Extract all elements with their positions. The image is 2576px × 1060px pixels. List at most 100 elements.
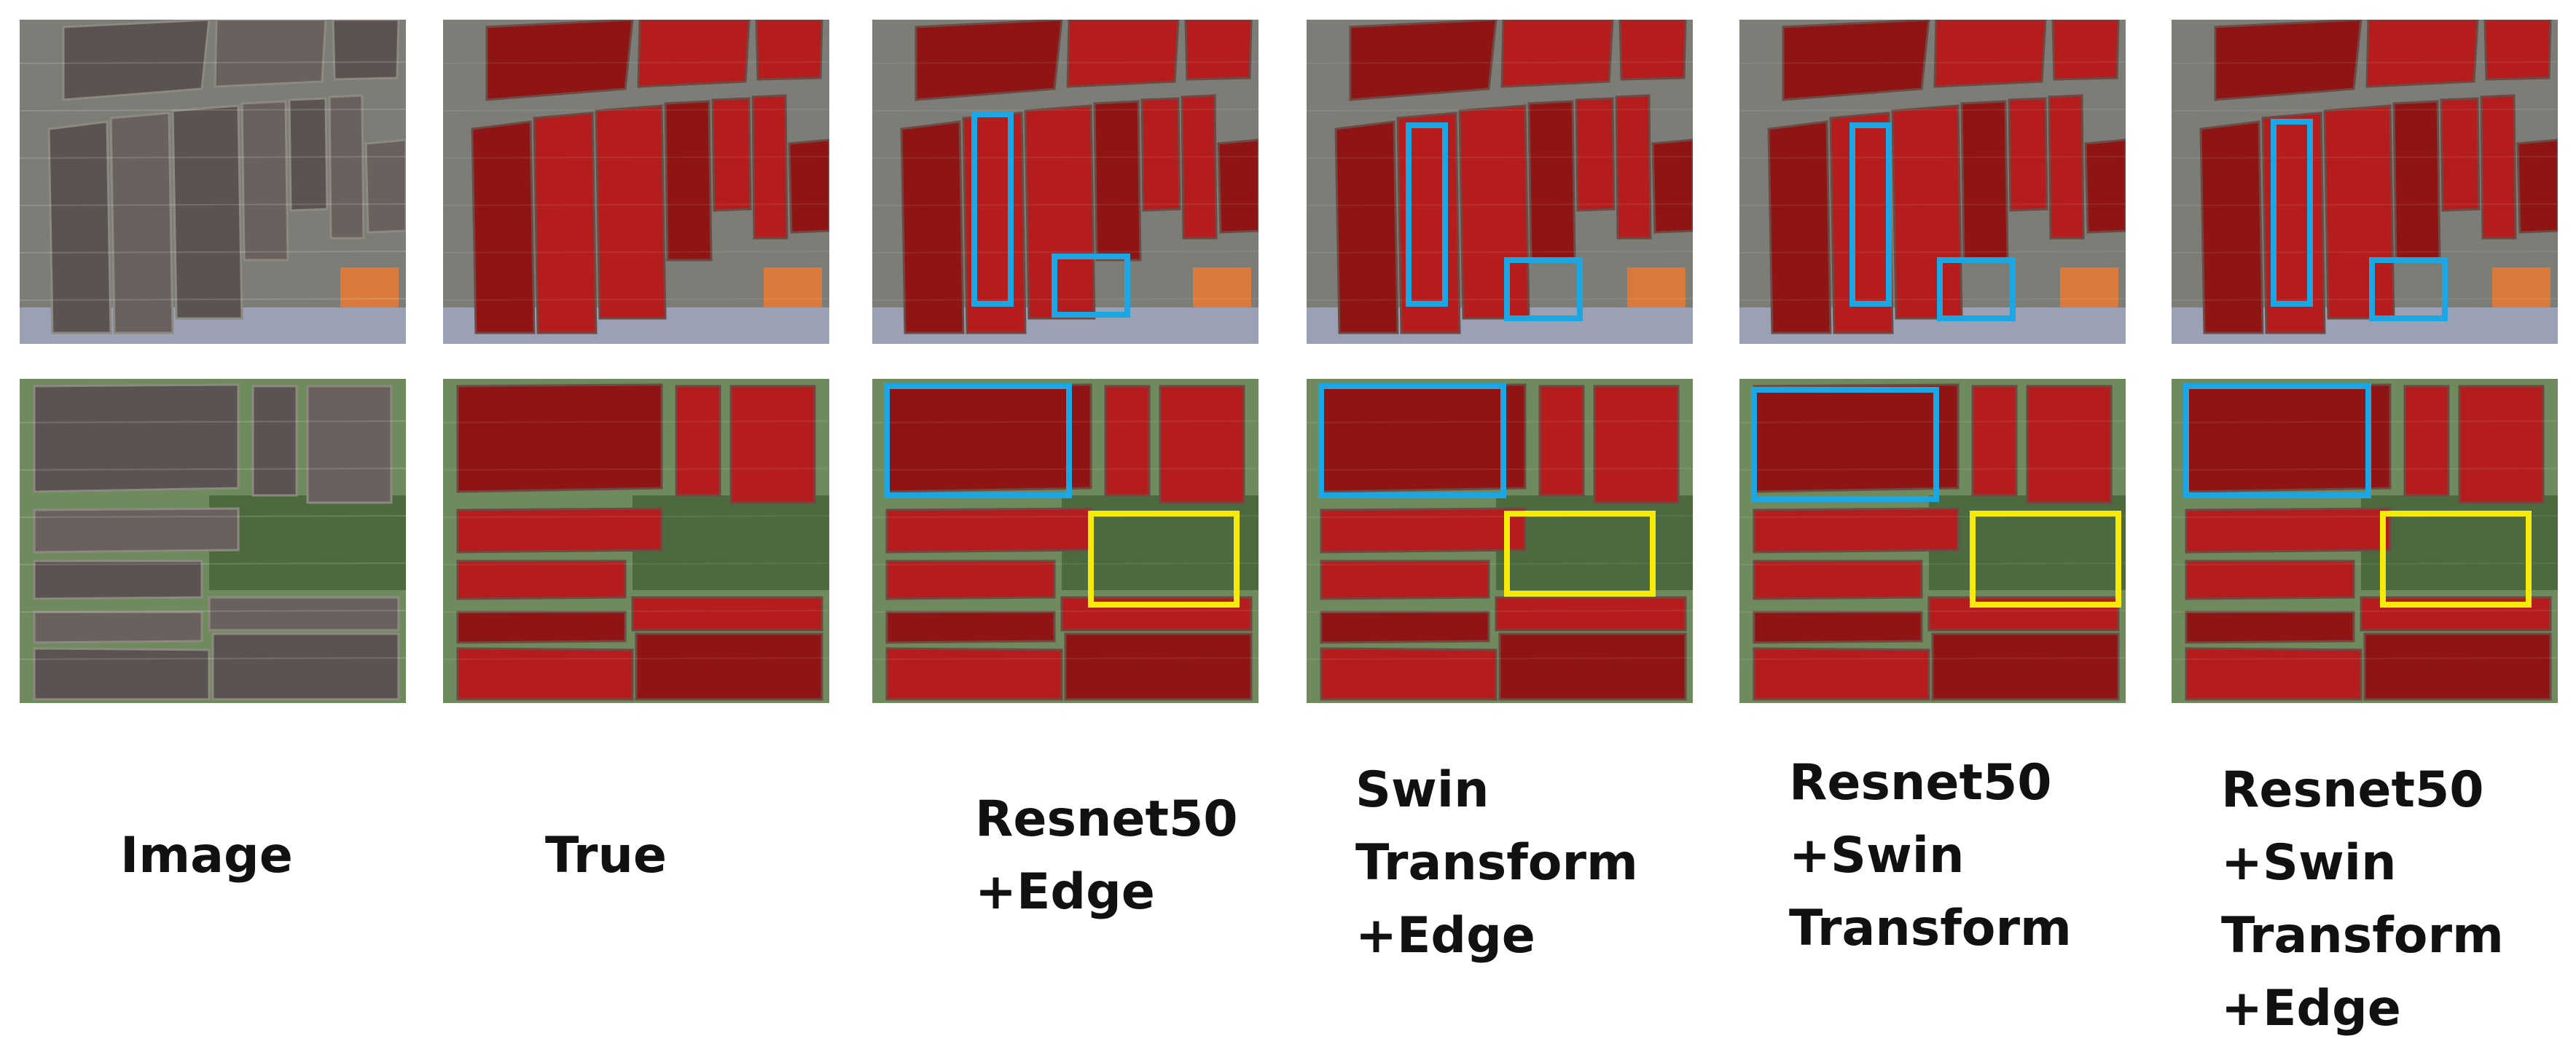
field-path-line xyxy=(1307,109,1693,111)
highlight-box-blue xyxy=(2369,257,2448,321)
highlight-box-blue xyxy=(1052,254,1130,318)
label-line: +Swin xyxy=(2221,834,2397,892)
field-path-line xyxy=(872,562,1258,565)
field-i xyxy=(1971,385,2018,497)
field-path-line xyxy=(1739,657,2126,660)
field-c xyxy=(885,560,1056,600)
label-line: Transform xyxy=(1355,834,1638,892)
label-line: +Edge xyxy=(2221,980,2401,1037)
highlight-box-blue xyxy=(2183,383,2371,498)
highlight-box-blue xyxy=(971,111,1014,307)
field-path-line xyxy=(1739,562,2126,565)
hedge-area xyxy=(209,495,406,590)
field-c xyxy=(1753,560,1923,600)
field-path-line xyxy=(1307,468,1693,471)
field-path-line xyxy=(872,420,1258,423)
field-path-line xyxy=(20,515,406,518)
field-path-line xyxy=(20,203,406,206)
field-e xyxy=(2008,97,2048,212)
field-g xyxy=(62,20,211,101)
field-i xyxy=(2483,20,2552,81)
highlight-box-blue xyxy=(884,383,1072,498)
field-i xyxy=(1618,20,1687,81)
field-g xyxy=(1498,632,1687,701)
tile-swin_edge-row1 xyxy=(1307,20,1693,344)
field-path-line xyxy=(20,420,406,423)
orange-roof xyxy=(2060,267,2118,307)
tile-image-row1 xyxy=(20,20,406,344)
field-g xyxy=(1064,632,1253,701)
field-path-line xyxy=(2172,156,2558,159)
field-e xyxy=(288,97,329,212)
field-j xyxy=(1651,138,1693,234)
field-d xyxy=(240,100,289,262)
field-path-line xyxy=(2172,251,2558,254)
field-path-line xyxy=(443,156,829,159)
field-h xyxy=(1933,20,2047,88)
orange-roof xyxy=(764,267,822,307)
field-f xyxy=(2480,94,2517,240)
field-d xyxy=(1093,100,1142,262)
tile-swin_edge-row2 xyxy=(1307,379,1693,703)
field-g xyxy=(1931,632,2120,701)
field-h xyxy=(1500,20,1614,88)
field-path-line xyxy=(1307,562,1693,565)
field-path-line xyxy=(2172,203,2558,206)
field-h xyxy=(1159,385,1245,504)
field-g xyxy=(2214,20,2362,101)
highlight-box-blue xyxy=(1318,383,1506,498)
highlight-box-blue xyxy=(1406,122,1448,307)
field-d xyxy=(1527,100,1576,262)
field-path-line xyxy=(1307,156,1693,159)
field-a xyxy=(2199,120,2264,334)
field-g xyxy=(2363,632,2552,701)
field-path-line xyxy=(443,61,829,64)
field-d xyxy=(1320,611,1490,644)
highlight-box-yellow xyxy=(1504,511,1656,597)
highlight-box-blue xyxy=(1849,122,1892,307)
aerial-image xyxy=(1739,379,2126,703)
field-path-line xyxy=(443,109,829,111)
label-resnet-edge: Resnet50 +Edge xyxy=(975,783,1238,929)
field-i xyxy=(1184,20,1253,81)
field-h xyxy=(1593,385,1680,504)
field-b xyxy=(33,507,240,554)
highlight-box-blue xyxy=(2271,119,2313,307)
label-image: Image xyxy=(120,820,293,892)
field-j xyxy=(364,138,406,234)
tile-resnet_swin-row1 xyxy=(1739,20,2126,344)
field-path-line xyxy=(872,156,1258,159)
field-path-line xyxy=(1739,61,2126,64)
field-path-line xyxy=(872,657,1258,660)
field-d xyxy=(2185,611,2355,644)
field-path-line xyxy=(1307,251,1693,254)
field-c xyxy=(1458,104,1530,320)
field-path-line xyxy=(20,156,406,159)
field-i xyxy=(332,20,400,81)
field-g xyxy=(211,632,400,701)
field-path-line xyxy=(1307,610,1693,613)
field-f xyxy=(751,94,788,240)
field-path-line xyxy=(443,420,829,423)
field-path-line xyxy=(2172,298,2558,301)
field-a xyxy=(900,120,965,334)
label-resnet-swin: Resnet50 +Swin Transform xyxy=(1789,747,2072,965)
field-h xyxy=(306,385,393,504)
label-line: True xyxy=(545,827,667,884)
field-path-line xyxy=(20,61,406,64)
field-c xyxy=(2323,104,2395,320)
field-i xyxy=(251,385,298,497)
field-path-line xyxy=(443,298,829,301)
field-j xyxy=(2084,138,2126,234)
field-e xyxy=(2440,97,2481,212)
tile-true-row1 xyxy=(443,20,829,344)
label-line: Transform xyxy=(2221,907,2504,965)
field-path-line xyxy=(2172,61,2558,64)
field-f xyxy=(631,596,823,632)
field-j xyxy=(788,138,829,234)
field-d xyxy=(1960,100,2009,262)
field-a xyxy=(1334,120,1399,334)
field-g xyxy=(915,20,1063,101)
field-path-line xyxy=(2172,610,2558,613)
field-path-line xyxy=(20,251,406,254)
